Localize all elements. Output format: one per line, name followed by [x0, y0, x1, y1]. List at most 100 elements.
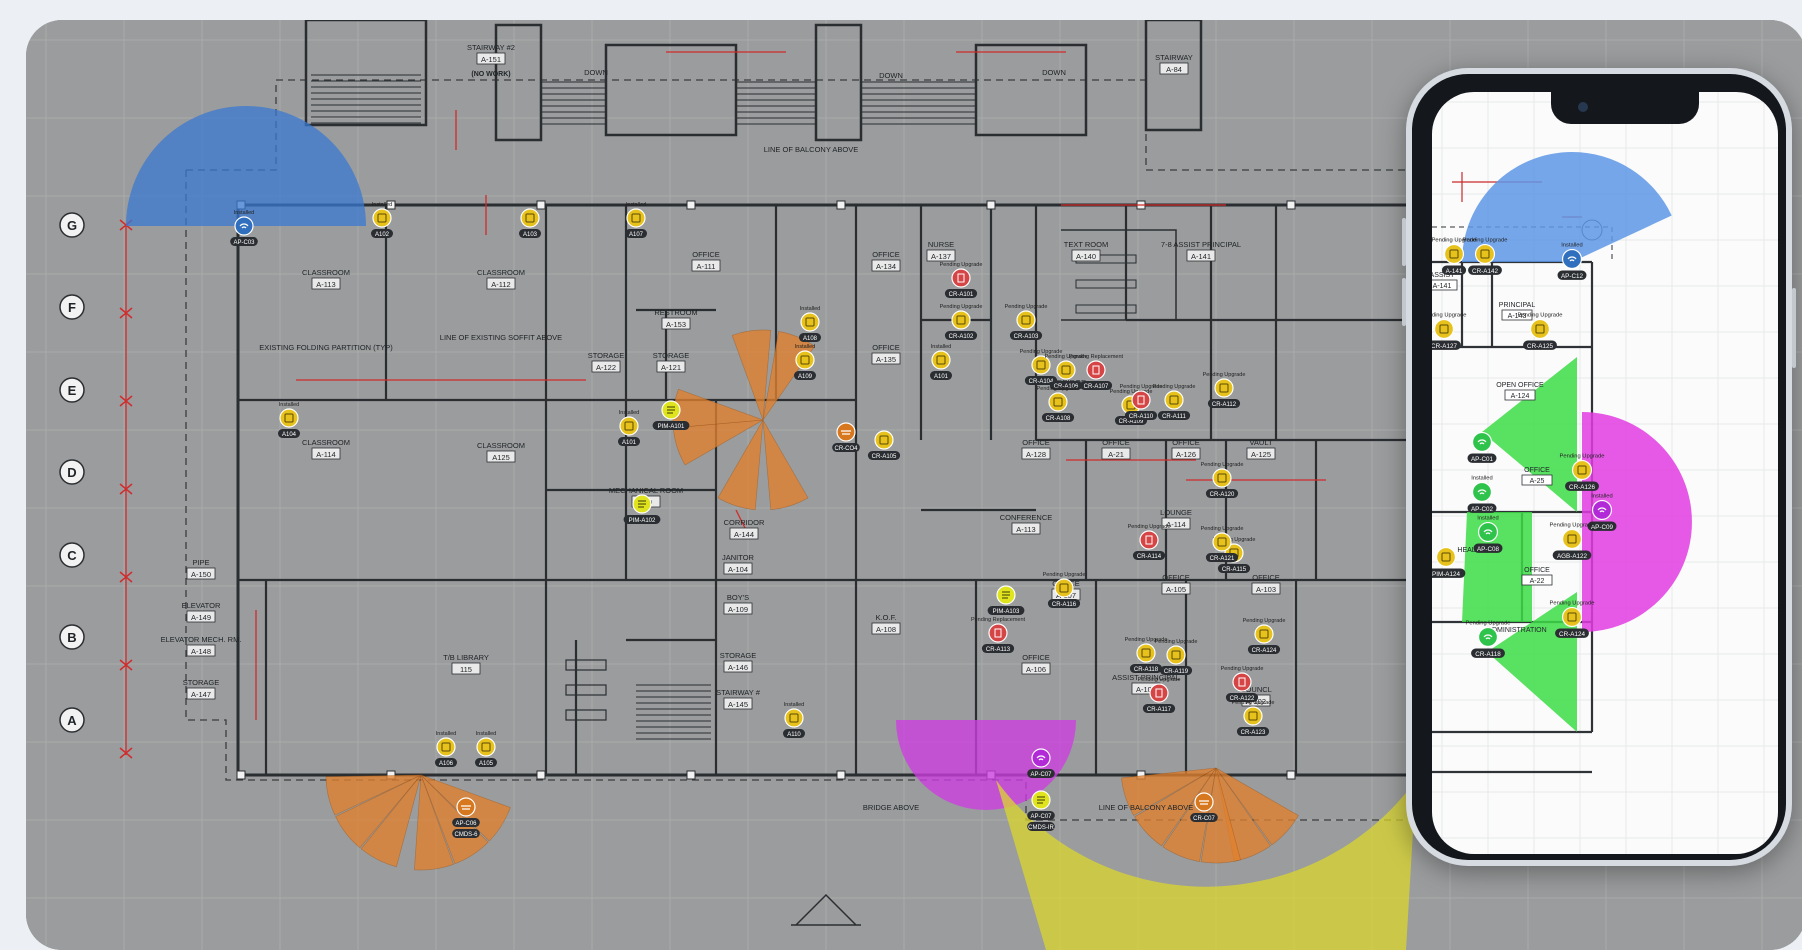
device-icon[interactable]	[619, 416, 639, 436]
device-marker[interactable]: PIM-A124	[1432, 546, 1466, 578]
device-icon[interactable]	[476, 737, 496, 757]
device-icon[interactable]	[1214, 378, 1234, 398]
device-icon[interactable]	[1139, 530, 1159, 550]
device-icon[interactable]	[626, 208, 646, 228]
device-icon[interactable]	[1164, 390, 1184, 410]
device-icon[interactable]	[234, 216, 254, 236]
device-icon[interactable]	[456, 797, 476, 817]
device-icon[interactable]	[1086, 360, 1106, 380]
device-icon[interactable]	[1471, 431, 1493, 453]
device-icon[interactable]	[1212, 468, 1232, 488]
device-icon[interactable]	[800, 312, 820, 332]
device-icon[interactable]	[1243, 706, 1263, 726]
device-icon[interactable]	[1474, 243, 1496, 265]
device-icon[interactable]	[1131, 390, 1151, 410]
device-icon[interactable]	[1477, 521, 1499, 543]
device-icon[interactable]	[1471, 481, 1493, 503]
device-icon[interactable]	[951, 268, 971, 288]
device-marker[interactable]: PIM-A103	[987, 585, 1025, 615]
device-icon[interactable]	[1435, 546, 1457, 568]
device-icon[interactable]	[1031, 748, 1051, 768]
device-icon[interactable]	[1149, 683, 1169, 703]
device-icon[interactable]	[372, 208, 392, 228]
device-icon[interactable]	[279, 408, 299, 428]
device-icon[interactable]	[1054, 578, 1074, 598]
device-marker[interactable]: CR-A105	[867, 430, 901, 460]
device-icon[interactable]	[1212, 532, 1232, 552]
device-icon[interactable]	[1136, 643, 1156, 663]
device-icon[interactable]	[1232, 672, 1252, 692]
device-icon[interactable]	[795, 350, 815, 370]
device-marker[interactable]: PIM-A102	[623, 494, 661, 524]
device-icon[interactable]	[931, 350, 951, 370]
device-marker[interactable]: A103	[519, 208, 541, 238]
device-icon[interactable]	[1166, 645, 1186, 665]
device-icon[interactable]	[988, 623, 1008, 643]
device-marker[interactable]: AP-C01	[1467, 431, 1497, 463]
device-icon[interactable]	[1591, 499, 1613, 521]
device-icon[interactable]	[1031, 355, 1051, 375]
device-icon[interactable]	[1529, 318, 1551, 340]
device-marker[interactable]: PIM-A101	[652, 400, 690, 430]
device-marker[interactable]: AP-C07	[1027, 748, 1055, 778]
device-icon[interactable]	[1194, 792, 1214, 812]
device-icon[interactable]	[951, 310, 971, 330]
device-icon[interactable]	[874, 430, 894, 450]
device-icon[interactable]	[1056, 360, 1076, 380]
device-icon[interactable]	[1477, 626, 1499, 648]
device-icon[interactable]	[784, 708, 804, 728]
device-icon[interactable]	[1254, 624, 1274, 644]
device-icon[interactable]	[1561, 528, 1583, 550]
device-icon[interactable]	[1571, 459, 1593, 481]
device-marker[interactable]: CR-C07	[1190, 792, 1218, 822]
device-icon[interactable]	[1048, 392, 1068, 412]
device-icon[interactable]	[436, 737, 456, 757]
